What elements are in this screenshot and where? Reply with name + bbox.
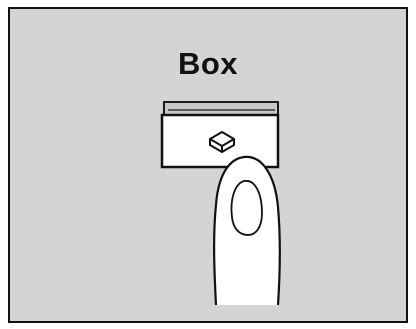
- finger-press-icon: [214, 157, 280, 305]
- illustration-frame: Box: [8, 7, 408, 323]
- box-button[interactable]: [162, 115, 278, 167]
- panel-illustration: [10, 9, 408, 323]
